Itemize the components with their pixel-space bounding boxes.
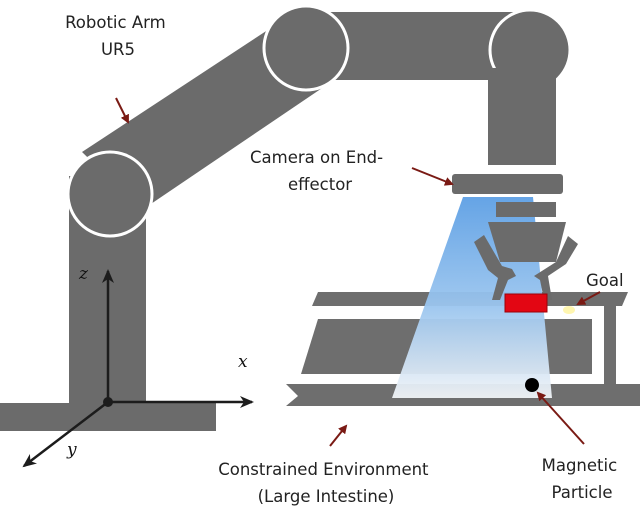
particle-arrow xyxy=(536,391,585,445)
arm-label: Robotic Arm UR5 xyxy=(65,13,171,59)
gripper-right-finger xyxy=(534,236,578,300)
environment-front-wall xyxy=(592,306,616,395)
particle-label-line1: Magnetic xyxy=(542,456,618,475)
gripper-left-finger xyxy=(474,235,516,300)
z-axis-label: z xyxy=(78,264,89,284)
arm-label-line2: UR5 xyxy=(101,40,135,59)
y-axis xyxy=(22,401,109,468)
annotation-arrows xyxy=(115,97,601,447)
shoulder-joint xyxy=(66,150,154,238)
origin-point xyxy=(103,397,113,407)
environment-label: Constrained Environment (Large Intestine… xyxy=(218,460,434,506)
arm-label-line1: Robotic Arm xyxy=(65,13,166,32)
gripper-body xyxy=(488,222,566,262)
magnetic-particle xyxy=(525,378,539,392)
environment-label-line1: Constrained Environment xyxy=(218,460,429,479)
particle-label-line2: Particle xyxy=(552,483,613,502)
goal-arrow xyxy=(576,291,601,305)
camera-label: Camera on End- effector xyxy=(250,148,388,194)
camera-arrow xyxy=(411,167,454,186)
coordinate-frame xyxy=(22,269,254,468)
camera-label-line1: Camera on End- xyxy=(250,148,383,167)
environment-label-line2: (Large Intestine) xyxy=(258,487,395,506)
arm-arrow xyxy=(115,97,129,124)
camera-label-line2: effector xyxy=(288,175,352,194)
goal-point xyxy=(563,306,575,314)
x-axis-label: x xyxy=(238,352,248,372)
goal-label: Goal xyxy=(586,271,624,290)
camera-mount xyxy=(452,174,563,194)
end-effector xyxy=(452,174,578,300)
environment-arrow xyxy=(329,424,348,447)
elbow-joint xyxy=(262,4,350,92)
ground-base xyxy=(0,403,216,431)
particle-label: Magnetic Particle xyxy=(542,456,623,502)
gripper-neck xyxy=(496,202,556,217)
wrist-cover xyxy=(490,68,556,165)
goal-marker xyxy=(504,293,548,313)
robotic-arm xyxy=(66,4,572,404)
y-axis-label: y xyxy=(66,440,77,460)
